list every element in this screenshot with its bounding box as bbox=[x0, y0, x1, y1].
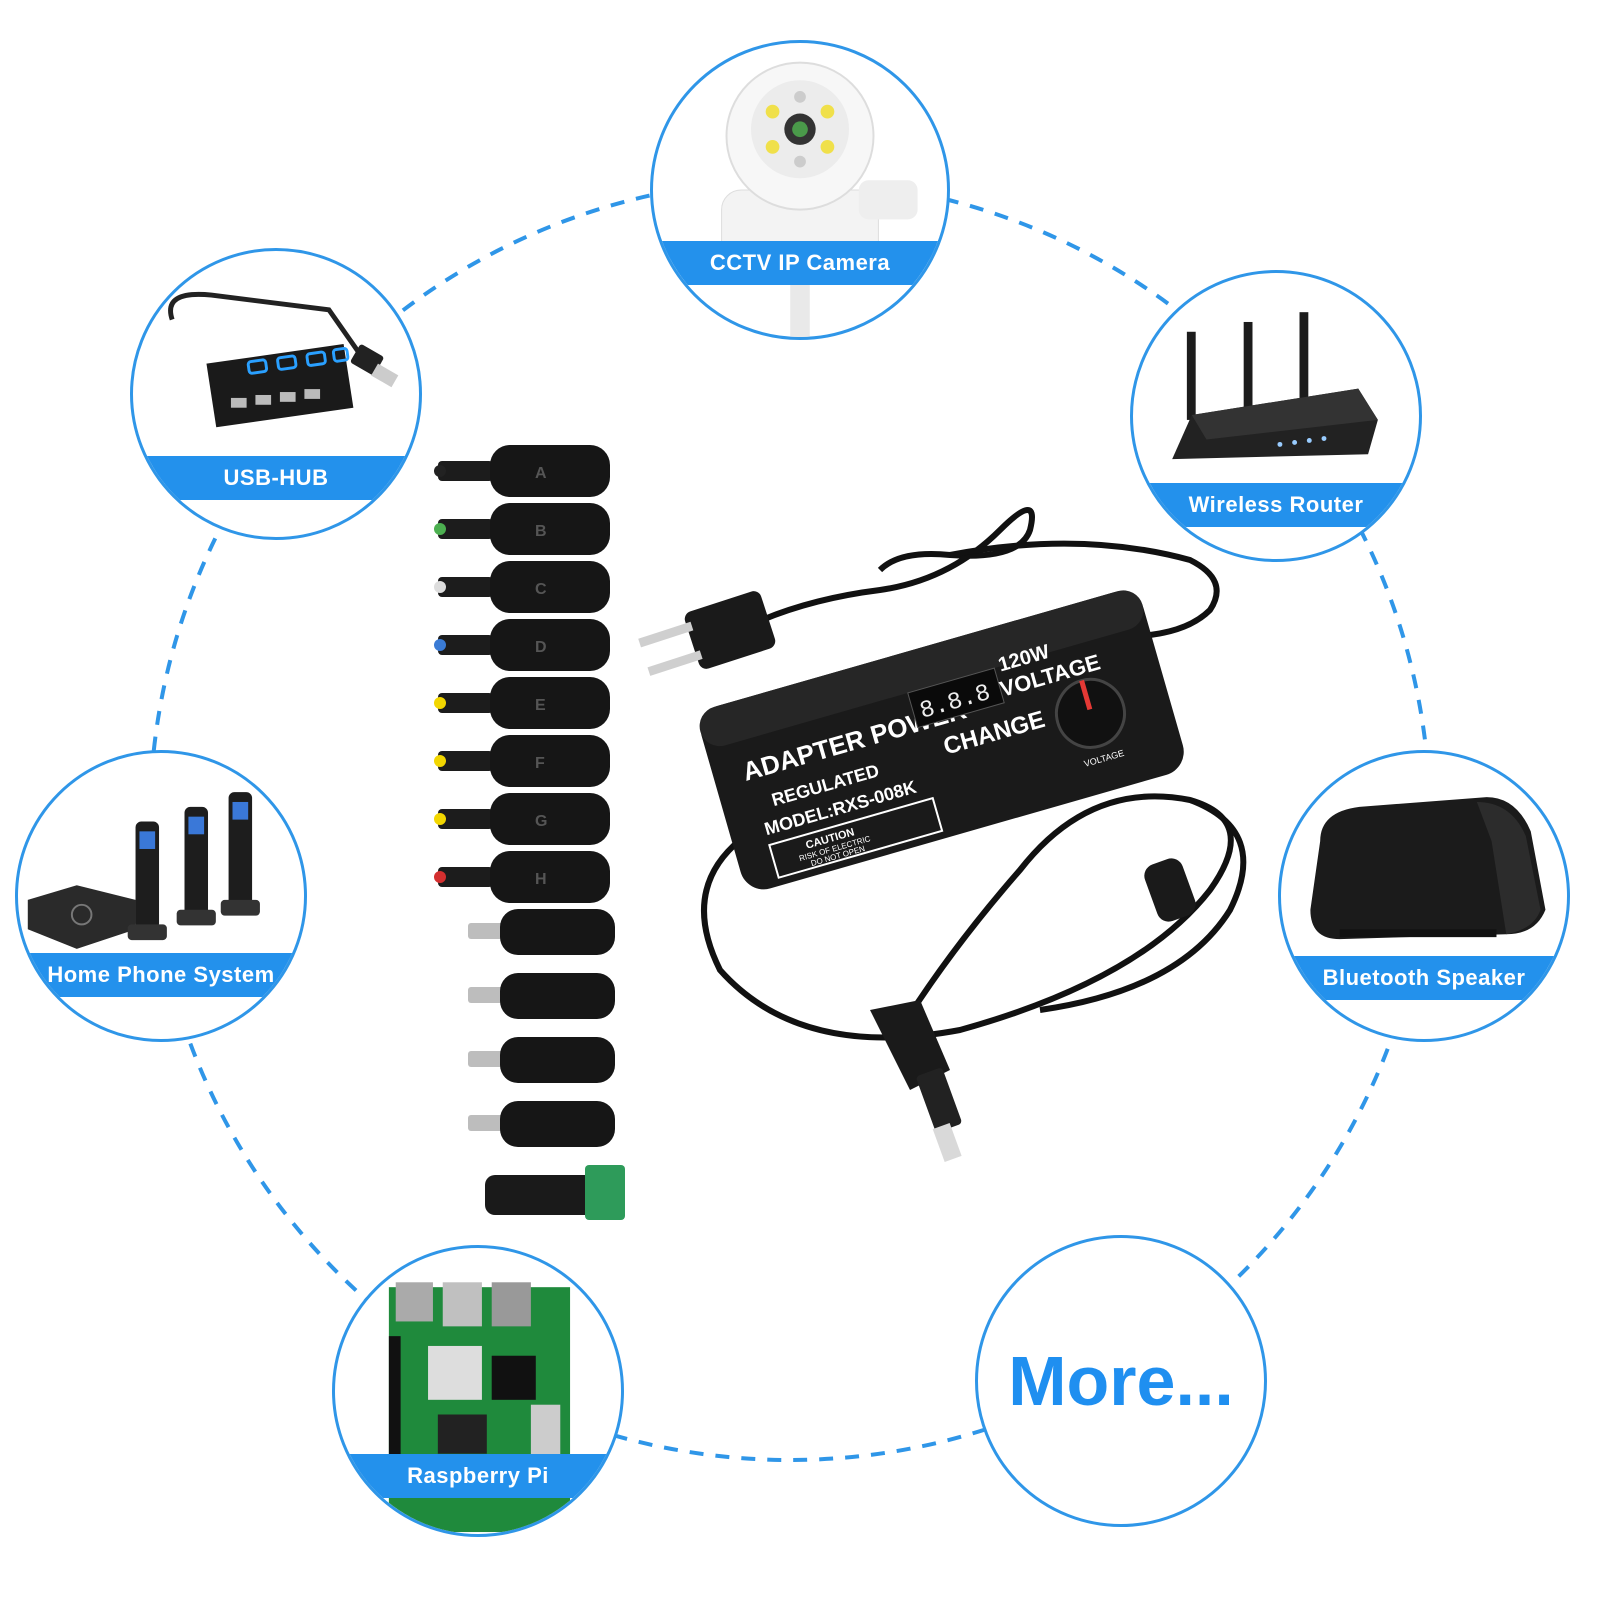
cctv-bubble: CCTV IP Camera bbox=[650, 40, 950, 340]
dc-plug bbox=[870, 1000, 962, 1162]
dc-tip-e: E bbox=[434, 677, 610, 729]
phone-bubble: Home Phone System bbox=[15, 750, 307, 1042]
usb-hub-bubble: USB-HUB bbox=[130, 248, 422, 540]
power-adapter: ADAPTER POWER REGULATED MODEL:RXS-008K C… bbox=[638, 507, 1247, 1162]
dc-tip-h: H bbox=[434, 851, 610, 903]
dc-tip-letter: F bbox=[535, 755, 545, 772]
more-label: More... bbox=[1008, 1342, 1234, 1420]
router-label: Wireless Router bbox=[1133, 483, 1419, 527]
home-phone-icon bbox=[27, 792, 260, 949]
usb-hub-icon bbox=[168, 291, 399, 428]
dc-tip-letter: A bbox=[535, 465, 547, 482]
ac-cord-extension bbox=[949, 540, 1220, 638]
cctv-label: CCTV IP Camera bbox=[653, 241, 947, 285]
ac-plug bbox=[638, 591, 776, 676]
speaker-bubble: Bluetooth Speaker bbox=[1278, 750, 1570, 1042]
adapter-tips-column: A B C D E F G H bbox=[434, 445, 625, 1220]
speaker-label: Bluetooth Speaker bbox=[1281, 956, 1567, 1000]
dc-tip-d: D bbox=[434, 619, 610, 671]
mini-usb-tip bbox=[468, 1037, 615, 1083]
raspberry-bubble: Raspberry Pi bbox=[332, 1245, 624, 1537]
ac-cord bbox=[738, 507, 1035, 633]
usb-hub-label: USB-HUB bbox=[133, 456, 419, 500]
dc-tip-a: A bbox=[434, 445, 610, 497]
dc-tip-letter: E bbox=[535, 697, 546, 714]
lightning-tip bbox=[468, 973, 615, 1019]
bluetooth-speaker-icon bbox=[1310, 797, 1546, 940]
more-bubble: More... bbox=[975, 1235, 1267, 1527]
dc-tip-letter: H bbox=[535, 871, 547, 888]
cctv-camera-icon bbox=[721, 61, 918, 337]
dc-tip-letter: D bbox=[535, 639, 547, 656]
dc-tip-letter: G bbox=[535, 813, 547, 830]
dc-tip-letter: C bbox=[535, 581, 547, 598]
phone-label: Home Phone System bbox=[18, 953, 304, 997]
dc-tip-c: C bbox=[434, 561, 610, 613]
terminal-block-tip bbox=[485, 1165, 625, 1220]
dc-tip-g: G bbox=[434, 793, 610, 845]
router-bubble: Wireless Router bbox=[1130, 270, 1422, 562]
dc-tip-f: F bbox=[434, 735, 610, 787]
wireless-router-icon bbox=[1172, 312, 1378, 460]
micro-usb-tip bbox=[468, 909, 615, 955]
ferrite-core bbox=[1144, 858, 1196, 922]
knob-indicator bbox=[1079, 679, 1093, 711]
dc-cord-loop bbox=[1039, 797, 1247, 1013]
dc-tip-b: B bbox=[434, 503, 610, 555]
dc-tip-letter: B bbox=[535, 523, 547, 540]
type-c-tip bbox=[468, 1101, 615, 1147]
raspberry-label: Raspberry Pi bbox=[335, 1454, 621, 1498]
